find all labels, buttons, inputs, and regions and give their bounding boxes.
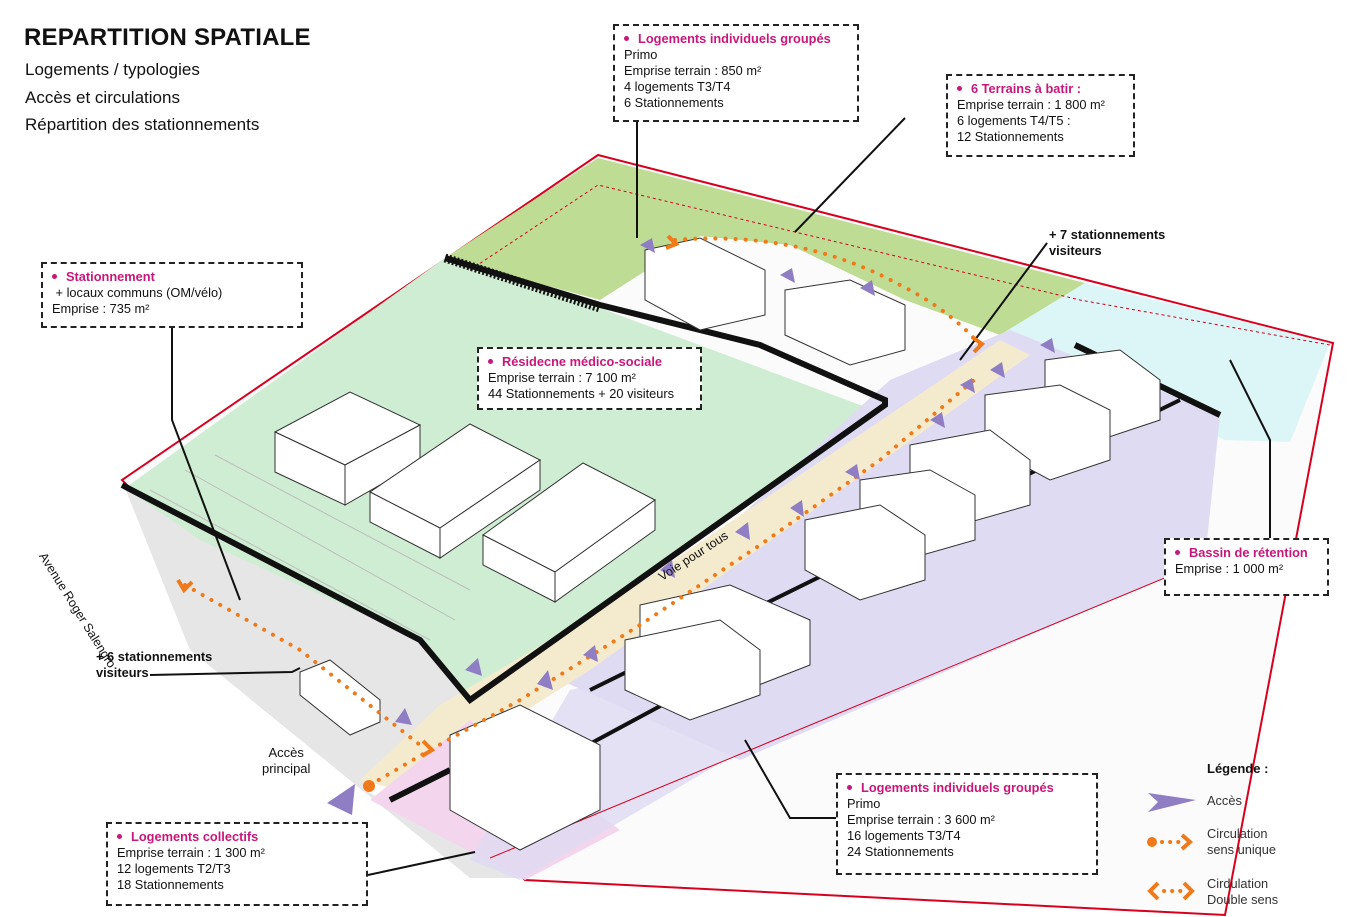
box-line: 6 logements T4/T5 : [957, 113, 1071, 128]
box-line: Emprise : 1 000 m² [1175, 561, 1284, 576]
box-title: Logements individuels groupés [624, 31, 848, 47]
box-title: Bassin de rétention [1175, 545, 1318, 561]
page-title: REPARTITION SPATIALE [24, 24, 311, 51]
box-line: 4 logements T3/T4 [624, 79, 731, 94]
parking-stripes [149, 454, 471, 641]
box-residence-medico-sociale: Résidecne médico-sociale Emprise terrain… [477, 347, 702, 410]
box-line: 12 Stationnements [957, 129, 1064, 144]
box-logements-individuels-top: Logements individuels groupés Primo Empr… [613, 24, 859, 122]
box-line: 16 logements T3/T4 [847, 828, 961, 843]
legend-two-way-icon [1147, 881, 1195, 901]
box-logements-collectifs: Logements collectifs Emprise terrain : 1… [106, 822, 368, 906]
box-title: Résidecne médico-sociale [488, 354, 691, 370]
legend-access-arrow-icon [1148, 793, 1196, 812]
box-line: Primo [847, 796, 881, 811]
box-terrains-a-batir: 6 Terrains à batir : Emprise terrain : 1… [946, 74, 1135, 157]
box-line: 12 logements T2/T3 [117, 861, 231, 876]
box-title: 6 Terrains à batir : [957, 81, 1124, 97]
box-line: 24 Stationnements [847, 844, 954, 859]
box-line: Primo [624, 47, 658, 62]
zone-bassin [1000, 283, 1330, 442]
box-title: Logements individuels groupés [847, 780, 1087, 796]
legend-one-way-icon [1147, 833, 1194, 851]
box-logements-individuels-bottom: Logements individuels groupés Primo Empr… [836, 773, 1098, 875]
parking-shed [299, 659, 381, 736]
box-line: Emprise terrain : 3 600 m² [847, 812, 995, 827]
subtitle-3: Répartition des stationnements [25, 115, 260, 134]
label-visitors-6: + 6 stationnements visiteurs [96, 649, 213, 680]
legend-item-two-way: Cirdulation Double sens [1207, 876, 1279, 907]
label-visitors-7: + 7 stationnements visiteurs [1049, 227, 1166, 258]
wall-residence [120, 255, 888, 705]
subtitle-1: Logements / typologies [25, 60, 200, 79]
box-bassin-retention: Bassin de rétention Emprise : 1 000 m² [1164, 538, 1329, 596]
residence-buildings [273, 391, 656, 603]
legend-item-one-way: Circulation sens unique [1207, 826, 1277, 857]
box-stationnement: Stationnement + locaux communs (OM/vélo)… [41, 262, 303, 328]
box-line: Emprise terrain : 1 800 m² [957, 97, 1105, 112]
setback-line [469, 184, 1331, 346]
zone-gardens [445, 158, 1085, 335]
legend-title: Légende : [1207, 761, 1269, 776]
box-line: Emprise terrain : 7 100 m² [488, 370, 636, 385]
box-line: Emprise terrain : 1 300 m² [117, 845, 265, 860]
box-line: 6 Stationnements [624, 95, 724, 110]
legend-item-acces: Accès [1207, 793, 1242, 808]
box-title: Logements collectifs [117, 829, 357, 845]
leader-lines [149, 117, 1271, 876]
box-title: Stationnement [52, 269, 292, 285]
wall-collectif [388, 767, 452, 803]
box-line: 18 Stationnements [117, 877, 224, 892]
subtitle-2: Accès et circulations [25, 88, 180, 107]
box-line: 44 Stationnements + 20 visiteurs [488, 386, 675, 401]
circulation-chevrons [176, 234, 986, 758]
box-line: Emprise terrain : 850 m² [624, 63, 762, 78]
box-line: + locaux communs (OM/vélo) [52, 285, 223, 300]
setback-line-2 [489, 554, 1221, 859]
zone-path [360, 340, 1030, 790]
house-blocks [449, 237, 1161, 851]
circulation-start-dot [363, 780, 375, 792]
label-acces-principal: Accès principal [262, 745, 311, 776]
wall-top [443, 253, 602, 313]
box-line: Emprise : 735 m² [52, 301, 150, 316]
access-arrows [327, 238, 1055, 815]
